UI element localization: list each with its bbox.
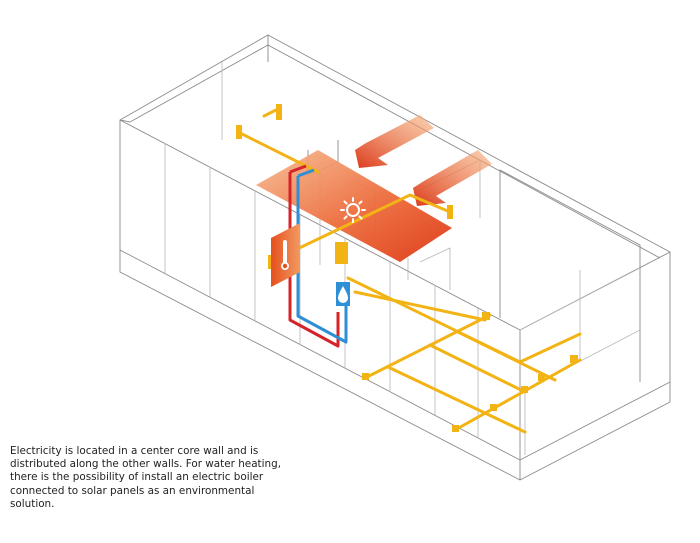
heating-zone [256,115,492,262]
heat-arrow-top [355,115,434,168]
sun-icon [340,197,366,223]
water-drop-icon [336,282,350,306]
heat-arrow-right [413,150,492,206]
electric-boiler [271,223,300,287]
diagram-caption: Electricity is located in a center core … [10,445,282,510]
electrical-network [236,104,582,434]
thermometer-icon [281,240,289,270]
